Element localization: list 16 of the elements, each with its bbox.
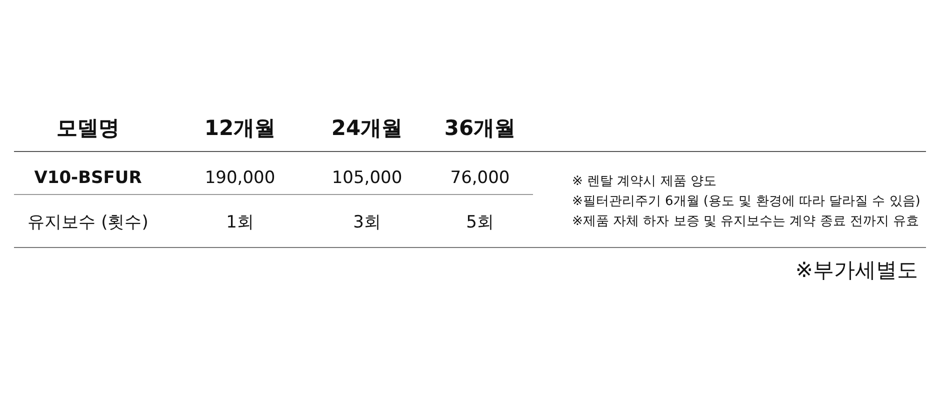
row-header: V10-BSFUR xyxy=(34,168,142,188)
column-header: 36개월 xyxy=(444,115,516,142)
column-header: 24개월 xyxy=(331,115,403,142)
table-cell-text: 5회 xyxy=(466,212,494,234)
table-cell: 76,000 xyxy=(450,168,510,188)
table-cell: 190,000 xyxy=(204,168,276,188)
table-cell: 105,000 xyxy=(332,168,402,188)
column-header: 12개월 xyxy=(204,115,276,142)
table-cell-text: 3회 xyxy=(353,212,381,234)
note-text: ※제품 자체 하자 보증 및 유지보수는 계약 종료 전까지 유효 xyxy=(572,213,920,230)
note-text: ※필터관리주기 6개월 (용도 및 환경에 따라 달라질 수 있음) xyxy=(572,193,920,210)
note-text: ※ 렌탈 계약시 제품 양도 xyxy=(572,173,716,190)
row-header: 유지보수 (횟수) xyxy=(28,212,148,234)
column-header: 모델명 xyxy=(56,115,120,142)
table-cell-text: 1회 xyxy=(226,212,254,234)
note-text: ※부가세별도 xyxy=(795,257,918,284)
